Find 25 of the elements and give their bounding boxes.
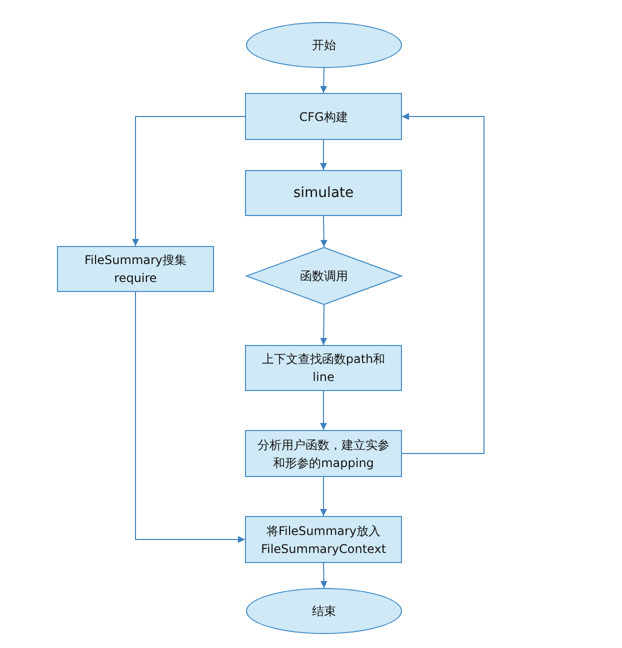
- arrow: [132, 116, 246, 246]
- node-label: CFG构建: [299, 108, 348, 126]
- node-label: 上下文查找函数path和line: [260, 351, 386, 386]
- arrow: [320, 68, 328, 94]
- arrow: [320, 562, 328, 588]
- node-label: FileSummary搜集require: [83, 252, 188, 287]
- arrow: [320, 476, 327, 516]
- node-label: 将FileSummary放入 FileSummaryContext: [260, 522, 388, 558]
- arrow: [320, 304, 328, 346]
- process-box: [57, 246, 214, 292]
- node-label: 函数调用: [300, 268, 348, 285]
- arrow: [320, 390, 327, 430]
- process-box: [245, 430, 402, 477]
- node-label: 结束: [312, 603, 336, 620]
- arrow: [320, 140, 327, 170]
- arrow: [402, 113, 484, 454]
- arrow: [135, 292, 246, 543]
- node-label: 分析用户函数，建立实参和形参的mapping: [256, 436, 390, 472]
- process-box: [245, 345, 402, 391]
- node-label: simulate: [293, 184, 354, 202]
- node-label: 开始: [312, 37, 336, 54]
- arrow: [320, 216, 328, 248]
- process-box: [245, 516, 402, 563]
- process-box: [245, 93, 402, 140]
- process-box: [245, 170, 402, 216]
